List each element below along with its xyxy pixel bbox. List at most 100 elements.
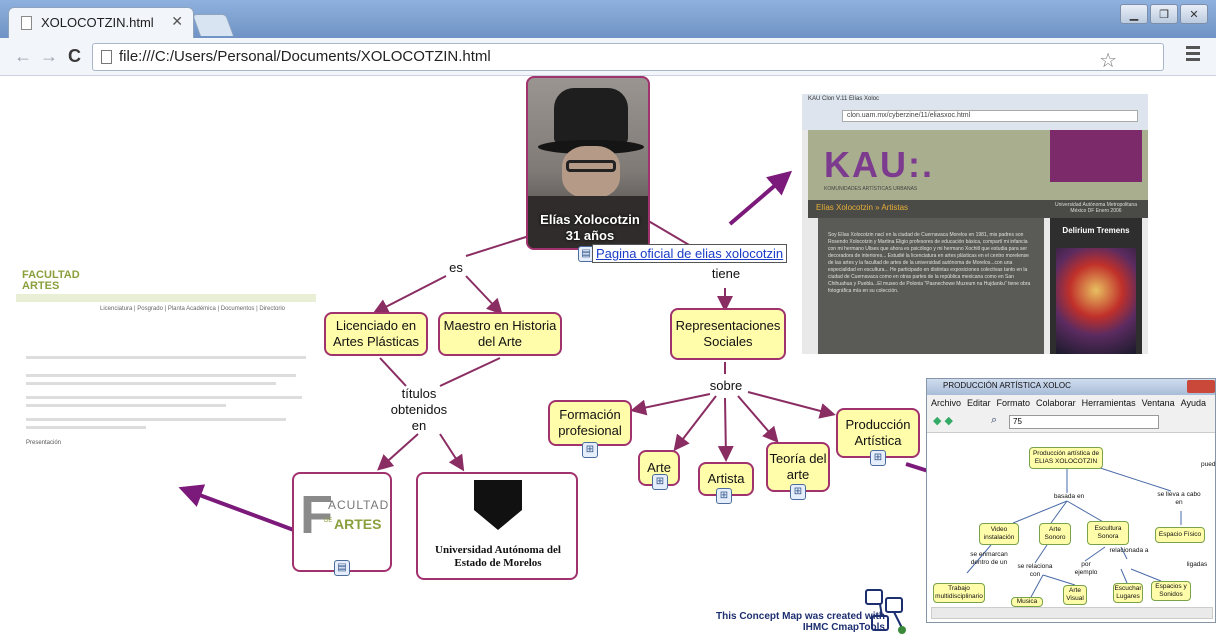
face [562, 146, 620, 198]
submap-icon[interactable]: ⊞ [582, 442, 598, 458]
concept-representaciones[interactable]: Representaciones Sociales [670, 308, 786, 360]
page-icon [21, 16, 32, 30]
address-bar[interactable]: file:///C:/Users/Personal/Documents/XOLO… [92, 43, 1164, 72]
faculty-site-nav: Licenciatura | Posgrado | Planta Académi… [100, 306, 285, 312]
cmap-lines [966, 464, 1182, 598]
new-tab-button[interactable] [191, 14, 235, 36]
window-controls: ▁ ❐ ✕ [1120, 4, 1208, 24]
link-line [372, 275, 447, 314]
kau-tab-title: KAU Clon V.11 Elías Xoloc [808, 96, 880, 102]
cmap-node: Espacio Físico [1155, 527, 1205, 543]
cmap-node: Escultura Sonora [1087, 521, 1129, 545]
cmap-node: Video instalación [979, 523, 1019, 545]
minimize-button[interactable]: ▁ [1120, 4, 1148, 24]
cmap-node-root: Producción artística de ELIAS XOLOCOTZIN [1029, 447, 1103, 469]
official-page-link[interactable]: Pagina oficial de elias xolocotzin [592, 244, 788, 263]
link-line [747, 391, 836, 419]
link-line [673, 395, 717, 452]
cmap-node: Arte Sonoro [1039, 523, 1071, 545]
cmap-menu-item: Ayuda [1180, 398, 1207, 408]
submap-icon[interactable]: ⊞ [716, 488, 732, 504]
text-line [26, 356, 306, 359]
uaem-logo[interactable]: Universidad Autónoma del Estado de Morel… [416, 472, 578, 580]
cmaptools-credit: This Concept Map was created with IHMC C… [716, 611, 885, 633]
concept-arte[interactable]: Arte [638, 450, 680, 486]
resource-link-icon[interactable]: ▤ [334, 560, 350, 576]
cmap-menubar: Archivo Editar Formato Colaborar Herrami… [927, 395, 1215, 411]
faculty-site-logo: FACULTAD ARTES [22, 269, 80, 292]
concept-maestro[interactable]: Maestro en Historia del Arte [438, 312, 562, 356]
cmap-phrase: se lleva a cabo en [1157, 491, 1201, 506]
menu-icon[interactable] [1186, 46, 1200, 64]
cmap-phrase: se relaciona con [1017, 563, 1053, 578]
tab-xolocotzin[interactable]: XOLOCOTZIN.html ✕ [8, 7, 194, 38]
painting-image [1056, 248, 1136, 354]
submap-icon[interactable]: ⊞ [790, 484, 806, 500]
concept-formacion[interactable]: Formación profesional [548, 400, 632, 446]
kau-logo-subtitle: KOMUNIDADES ARTÍSTICAS URBANAS [824, 186, 918, 192]
profile-name: Elías Xolocotzin 31 años [540, 212, 640, 243]
cmap-node: Arte Visual [1063, 585, 1087, 605]
text-line [26, 426, 146, 429]
kau-breadcrumb: Elías Xolocotzin » Artistas [816, 203, 909, 212]
kau-url: clon.uam.mx/cyberzine/11/eliasxoc.html [842, 110, 1138, 122]
kau-side-title: Delirium Tremens [1062, 226, 1130, 235]
faculty-website-screenshot[interactable]: FACULTAD ARTES Licenciatura | Posgrado |… [16, 262, 316, 452]
hat [554, 88, 628, 144]
concept-teoria[interactable]: Teoría del arte [766, 442, 830, 492]
text-line [26, 374, 296, 377]
back-arrow-icon[interactable]: ← [14, 46, 32, 66]
cmaptools-logo-icon [865, 589, 906, 634]
kau-browser-bar: KAU Clon V.11 Elías Xoloc clon.uam.mx/cy… [802, 94, 1148, 130]
cmap-menu-item: Herramientas [1081, 398, 1136, 408]
shirt [528, 196, 648, 248]
close-window-button[interactable]: ✕ [1180, 4, 1208, 24]
link-line [717, 397, 734, 462]
forward-arrow-icon[interactable]: → [40, 46, 58, 66]
cmap-menu-item: Archivo [931, 398, 962, 408]
maximize-button[interactable]: ❐ [1150, 4, 1178, 24]
phrase-titulos: títulos obtenidos en [390, 386, 448, 433]
kau-header: KAU:. KOMUNIDADES ARTÍSTICAS URBANAS [808, 130, 1148, 200]
glasses [566, 160, 616, 172]
kau-body: Soy Elías Xolocotzin nací en la ciudad d… [818, 218, 1044, 354]
reload-icon[interactable]: C [68, 46, 81, 66]
cmap-canvas: Producción artística de ELIAS XOLOCOTZIN… [931, 435, 1215, 607]
zoom-icon: ⌕ [991, 414, 998, 426]
cmaptools-window-screenshot[interactable]: PRODUCCIÓN ARTÍSTICA XOLOC Archivo Edita… [926, 378, 1216, 623]
tab-title: XOLOCOTZIN.html [41, 15, 154, 30]
facultad-logo-prefix: DE [324, 518, 333, 524]
cmap-menu-item: Ventana [1141, 398, 1175, 408]
cmap-node: Musica [1011, 597, 1043, 607]
cmap-phrase: relacionada a [1109, 547, 1149, 554]
bookmark-star-icon[interactable]: ☆ [1099, 50, 1117, 72]
text-line [26, 418, 286, 421]
cmap-zoom-field: 75 [1009, 415, 1159, 429]
submap-icon[interactable]: ⊞ [870, 450, 886, 466]
concept-artista[interactable]: Artista [698, 462, 754, 496]
phrase-tiene: tiene [711, 266, 741, 281]
close-tab-icon[interactable]: ✕ [171, 13, 183, 29]
kau-navbar: Elías Xolocotzin » Artistas Universidad … [808, 200, 1148, 218]
link-line [439, 357, 501, 387]
arrow-to-website [728, 170, 793, 226]
link-line [377, 433, 419, 471]
cmap-menu-item: Editar [967, 398, 991, 408]
phrase-sobre: sobre [709, 378, 743, 393]
concept-licenciado[interactable]: Licenciado en Artes Plásticas [324, 312, 428, 356]
profile-photo-concept[interactable]: Elías Xolocotzin 31 años [526, 76, 650, 250]
kau-logo: KAU:. [824, 144, 934, 185]
uaem-shield-icon [474, 480, 522, 530]
submap-icon[interactable]: ⊞ [652, 474, 668, 490]
facultad-artes-logo[interactable]: F ACULTAD DE ARTES [292, 472, 392, 572]
text-line [26, 382, 276, 385]
link-line [737, 395, 779, 444]
cmap-node: Escuchar Lugares [1113, 583, 1143, 603]
cmap-node: Espacios y Sonidos [1151, 581, 1191, 601]
kau-website-screenshot[interactable]: KAU Clon V.11 Elías Xoloc clon.uam.mx/cy… [802, 94, 1148, 354]
url-text: file:///C:/Users/Personal/Documents/XOLO… [119, 48, 491, 65]
nav-arrows-icon: ◆ ◆ [933, 415, 953, 427]
kau-date: Universidad Autónoma Metropolitana Méxic… [1055, 202, 1137, 214]
concept-map: FACULTAD ARTES Licenciatura | Posgrado |… [0, 76, 1216, 641]
